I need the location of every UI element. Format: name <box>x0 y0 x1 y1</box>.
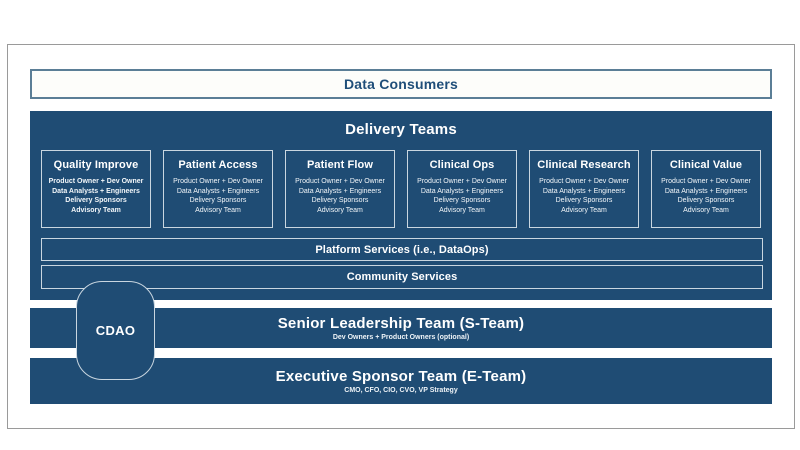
team-member-line: Product Owner + Dev Owner <box>661 178 751 185</box>
community-services-label: Community Services <box>346 271 458 283</box>
team-member-line: Delivery Sponsors <box>433 197 491 204</box>
team-member-line: Delivery Sponsors <box>677 197 735 204</box>
team-card-patient-flow: Patient Flow Product Owner + Dev Owner D… <box>285 150 395 228</box>
team-card-quality-improve: Quality Improve Product Owner + Dev Owne… <box>41 150 151 228</box>
team-member-line: Delivery Sponsors <box>189 197 247 204</box>
data-consumers-label: Data Consumers <box>343 76 459 92</box>
team-member-line: Delivery Sponsors <box>555 197 613 204</box>
s-team-subtitle: Dev Owners + Product Owners (optional) <box>332 334 470 341</box>
team-member-line: Product Owner + Dev Owner <box>417 178 507 185</box>
team-member-line: Product Owner + Dev Owner <box>295 178 385 185</box>
team-card-clinical-ops: Clinical Ops Product Owner + Dev Owner D… <box>407 150 517 228</box>
cdao-label: CDAO <box>95 323 136 338</box>
team-member-line: Advisory Team <box>683 206 729 214</box>
team-member-line: Advisory Team <box>439 206 485 214</box>
team-card-clinical-value: Clinical Value Product Owner + Dev Owner… <box>651 150 761 228</box>
team-member-line: Product Owner + Dev Owner <box>173 178 263 185</box>
e-team-title: Executive Sponsor Team (E-Team) <box>275 368 527 385</box>
delivery-teams-box: Delivery Teams Quality Improve Product O… <box>30 111 772 300</box>
team-member-line: Product Owner + Dev Owner <box>539 178 629 185</box>
team-name: Clinical Value <box>669 159 743 171</box>
team-name: Clinical Ops <box>429 159 495 171</box>
s-team-title: Senior Leadership Team (S-Team) <box>277 315 525 332</box>
team-name: Clinical Research <box>537 159 631 171</box>
team-member-line: Data Analysts + Engineers <box>542 187 626 195</box>
team-member-line: Data Analysts + Engineers <box>664 187 748 195</box>
team-name: Patient Access <box>178 159 258 171</box>
platform-services-label: Platform Services (i.e., DataOps) <box>315 243 489 256</box>
team-name: Patient Flow <box>307 159 373 171</box>
team-name: Quality Improve <box>53 159 139 171</box>
platform-services-bar: Platform Services (i.e., DataOps) <box>41 238 763 261</box>
team-member-line: Delivery Sponsors <box>65 197 127 204</box>
team-member-line: Advisory Team <box>317 206 363 214</box>
team-member-line: Data Analysts + Engineers <box>52 187 140 195</box>
team-member-line: Advisory Team <box>71 206 121 214</box>
team-member-line: Advisory Team <box>195 206 241 214</box>
team-member-line: Advisory Team <box>561 206 607 214</box>
team-member-line: Data Analysts + Engineers <box>176 187 260 195</box>
team-member-line: Delivery Sponsors <box>311 197 369 204</box>
data-consumers-box: Data Consumers <box>30 69 772 99</box>
team-member-line: Product Owner + Dev Owner <box>48 178 144 185</box>
team-member-line: Data Analysts + Engineers <box>298 187 382 195</box>
executive-sponsor-band: Executive Sponsor Team (E-Team) CMO, CFO… <box>30 358 772 404</box>
team-card-patient-access: Patient Access Product Owner + Dev Owner… <box>163 150 273 228</box>
team-card-clinical-research: Clinical Research Product Owner + Dev Ow… <box>529 150 639 228</box>
cdao-box: CDAO <box>76 281 155 380</box>
team-member-line: Data Analysts + Engineers <box>420 187 504 195</box>
e-team-subtitle: CMO, CFO, CIO, CVO, VP Strategy <box>344 387 458 394</box>
delivery-teams-title: Delivery Teams <box>345 121 457 138</box>
team-cards-row: Quality Improve Product Owner + Dev Owne… <box>41 150 761 228</box>
community-services-bar: Community Services <box>41 265 763 289</box>
